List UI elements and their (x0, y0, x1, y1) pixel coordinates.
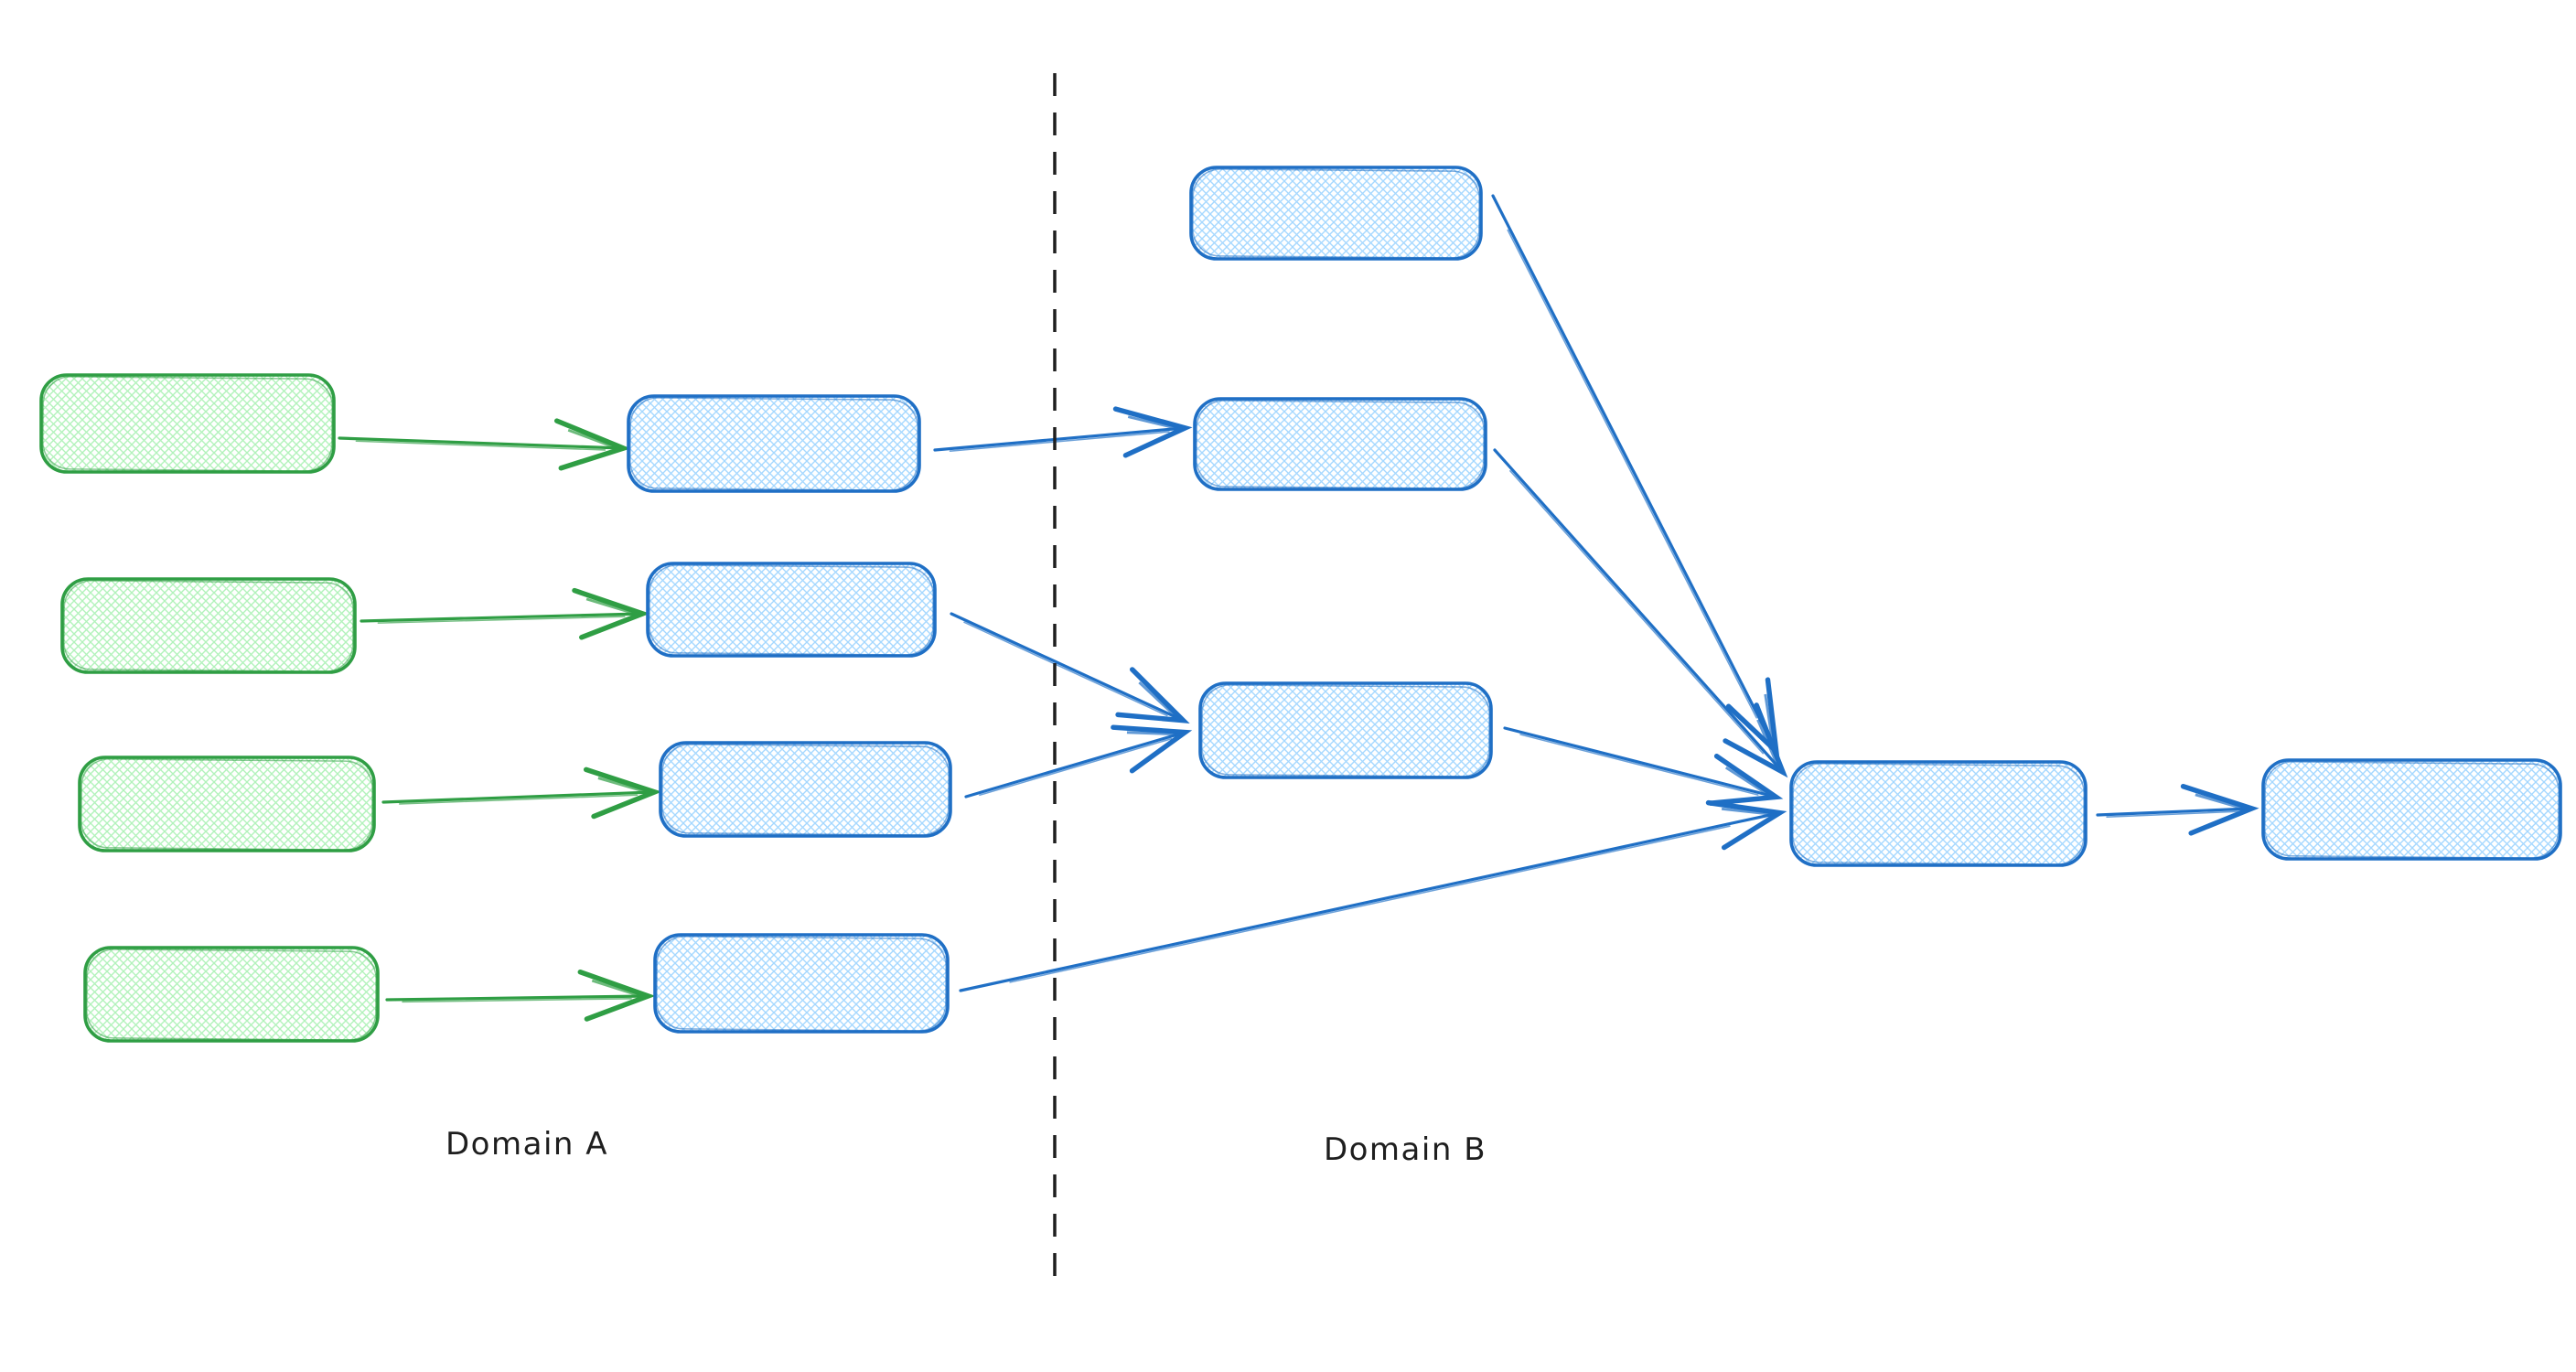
node-blue-b2[interactable] (1193, 397, 1487, 491)
node-blue-a4[interactable] (653, 933, 950, 1034)
edge-green-2-to-blue-a2[interactable] (360, 587, 650, 640)
edge-blue-b3-to-blue-hub[interactable] (1503, 726, 1784, 806)
domain-a-label[interactable]: Domain A (445, 1126, 608, 1163)
node-blue-b3[interactable] (1198, 681, 1493, 779)
nodes-layer (39, 166, 2562, 1043)
node-blue-a2[interactable] (646, 562, 937, 658)
node-blue-a1[interactable] (627, 394, 921, 493)
edge-green-4-to-blue-a4[interactable] (385, 969, 656, 1022)
node-green-3[interactable] (78, 756, 376, 852)
node-blue-final[interactable] (2261, 758, 2562, 861)
edge-blue-hub-to-final[interactable] (2096, 783, 2259, 836)
edge-blue-a3-to-blue-b3[interactable] (964, 724, 1193, 799)
domain-b-label[interactable]: Domain B (1324, 1131, 1487, 1168)
edge-green-3-to-blue-a3[interactable] (381, 766, 662, 820)
node-blue-a3[interactable] (659, 741, 952, 838)
node-green-1[interactable] (39, 373, 336, 474)
node-blue-hub[interactable] (1789, 760, 2088, 867)
edges-layer (338, 194, 2259, 1022)
edge-blue-a4-to-blue-hub[interactable] (959, 799, 1787, 992)
node-green-4[interactable] (83, 946, 380, 1043)
edge-blue-b1-to-blue-hub[interactable] (1491, 194, 1780, 758)
edge-blue-a2-to-blue-b3[interactable] (950, 612, 1190, 724)
edge-blue-a1-to-blue-b1[interactable] (933, 406, 1193, 458)
edge-green-1-to-blue-a1[interactable] (338, 418, 631, 471)
edge-blue-b2-to-blue-hub[interactable] (1493, 448, 1788, 778)
node-green-2[interactable] (60, 577, 357, 674)
node-blue-b1[interactable] (1189, 166, 1483, 261)
